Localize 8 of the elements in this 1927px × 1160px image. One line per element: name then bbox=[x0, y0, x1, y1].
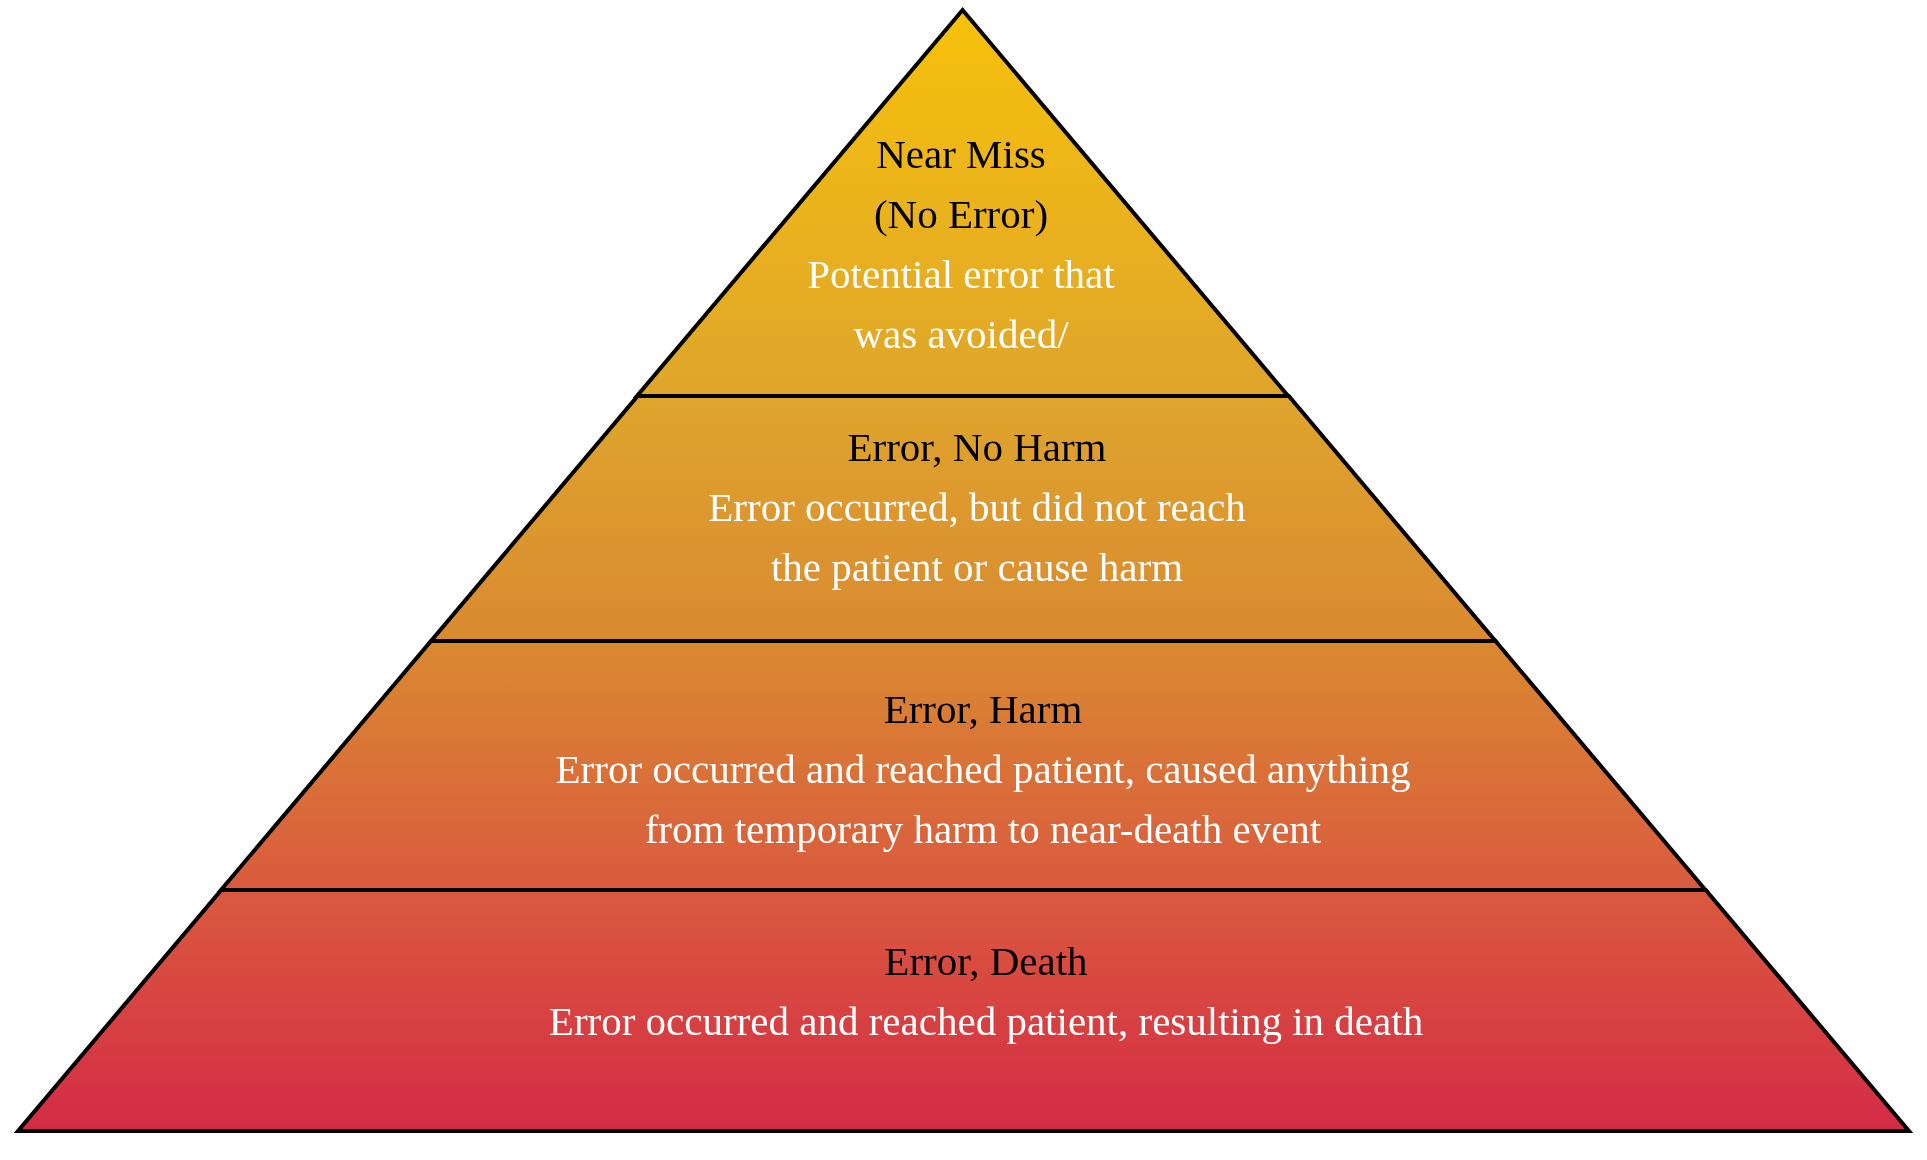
tier-description: Potential error that was avoided/ bbox=[806, 250, 1116, 359]
tier-heading: Error, No Harm bbox=[846, 423, 1108, 472]
tier-description: Error occurred, but did not reach the patient or cause harm bbox=[707, 483, 1247, 592]
tier-description: Error occurred and reached patient, caused anything from temporary harm to near-death event bbox=[554, 745, 1412, 854]
tier-heading: Near Miss (No Error) bbox=[872, 130, 1050, 239]
tier-heading: Error, Harm bbox=[882, 685, 1084, 734]
tier-heading: Error, Death bbox=[883, 937, 1089, 986]
tier-description: Error occurred and reached patient, resulting in death bbox=[547, 997, 1425, 1046]
